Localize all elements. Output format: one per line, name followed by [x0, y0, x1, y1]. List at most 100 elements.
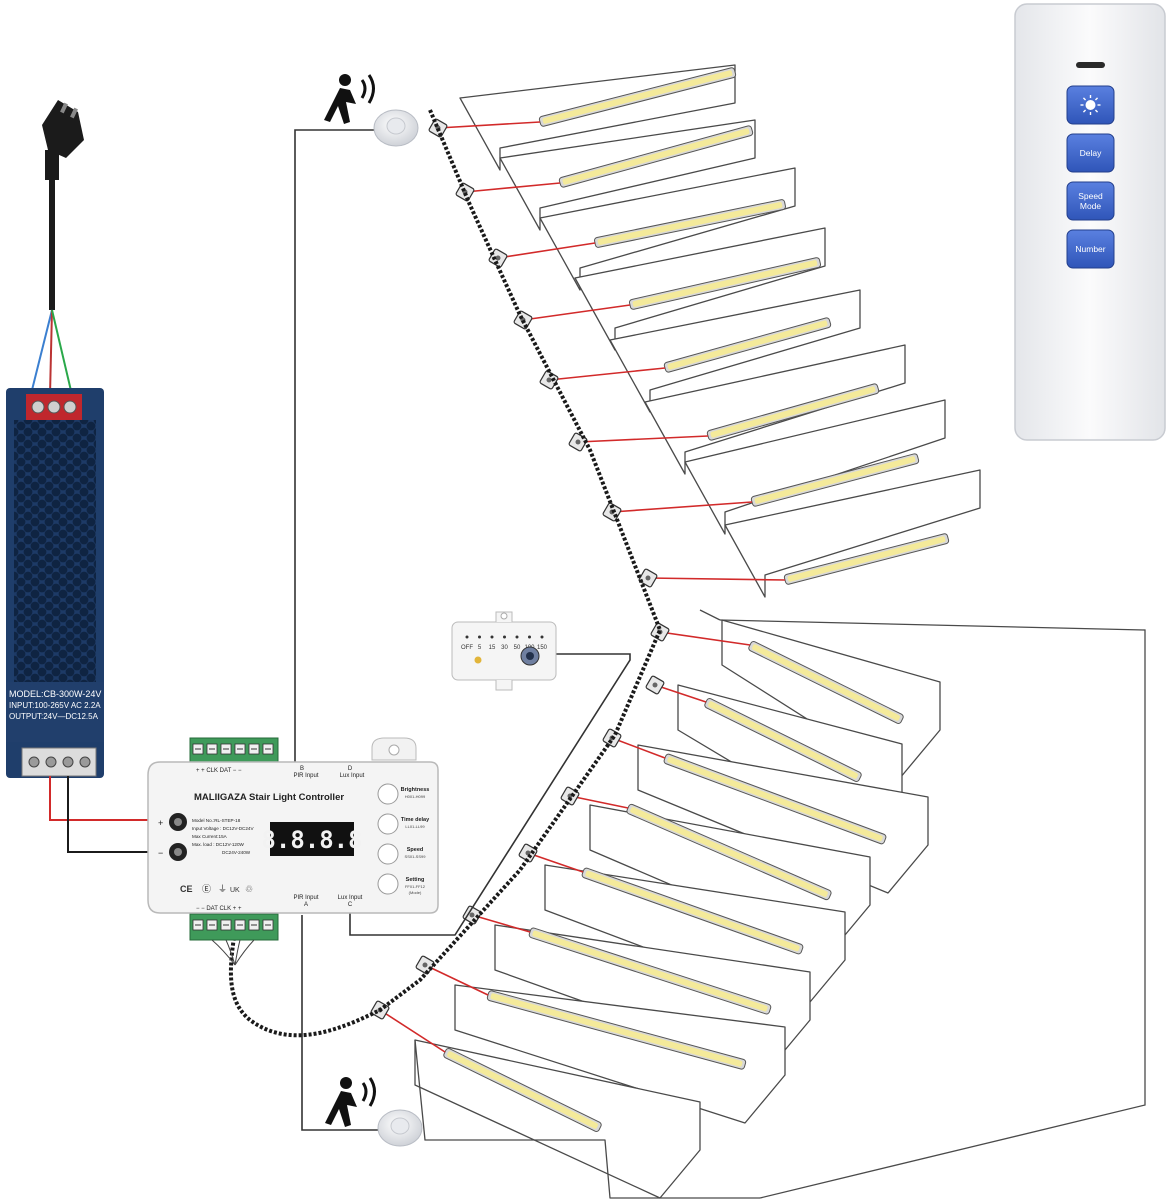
controller-button-range: FF01-FF12	[405, 884, 426, 889]
spec-voltage: Input Voltage : DC12V-DC24V	[192, 826, 254, 831]
eu-plug	[42, 100, 84, 310]
led-wire	[611, 737, 666, 759]
lux-scale-label: 5	[478, 645, 482, 651]
led-wire	[471, 914, 531, 933]
spec-load1: Max. load : DC12V-120W	[192, 842, 244, 847]
led-strip	[538, 67, 737, 127]
spec-current: Max Current:15A	[192, 834, 228, 839]
led-wire	[527, 852, 584, 873]
port-c-letter: C	[348, 902, 353, 908]
stair-step	[724, 469, 981, 598]
led-wire	[548, 367, 666, 381]
port-d-letter: D	[348, 766, 353, 772]
led-wire	[569, 795, 629, 809]
walking-person-icon	[325, 1077, 376, 1127]
remote-button[interactable]	[1066, 85, 1115, 125]
controller-button[interactable]	[377, 813, 399, 835]
led-wire	[497, 242, 596, 259]
stair-step	[414, 1039, 701, 1199]
psu-input-text: INPUT:100-265V AC 2.2A	[9, 701, 101, 710]
walking-person-icon	[324, 74, 375, 124]
power-supply-unit: MODEL:CB-300W-24V INPUT:100-265V AC 2.2A…	[6, 100, 165, 853]
lux-scale-dot	[465, 635, 469, 639]
svg-text:UK: UK	[230, 887, 240, 894]
lux-scale-dot	[528, 635, 531, 639]
controller-button[interactable]	[377, 783, 399, 805]
lux-scale-label: 30	[501, 645, 508, 651]
remote-button-label: Mode	[1080, 201, 1102, 211]
terminal-top-header: + + CLK DAT − −	[196, 768, 242, 774]
lux-scale-dot	[490, 635, 494, 639]
pir-wire-bottom	[301, 915, 378, 1131]
lux-scale-label: OFF	[461, 645, 473, 651]
port-b-label: PIR Input	[293, 773, 318, 779]
staircase-drawing	[414, 64, 981, 1199]
svg-text:+: +	[158, 818, 163, 828]
lux-scale-dot	[540, 635, 544, 639]
pir-sensor-bottom	[325, 1077, 423, 1147]
stair-light-controller: MALIIGAZA Stair Light Controller + + CLK…	[147, 737, 439, 966]
controller-button[interactable]	[377, 873, 399, 895]
terminal-bottom-header: − − DAT CLK + +	[196, 906, 242, 912]
controller-button-mode: (Mode)	[409, 890, 422, 895]
led-strip-group	[370, 67, 950, 1132]
spec-model: Model No.:RL-STEP-18	[192, 818, 241, 823]
led-wire	[437, 121, 541, 129]
remote-button[interactable]: Number	[1066, 229, 1115, 269]
led-wire	[659, 631, 751, 646]
port-d-label: Lux Input	[340, 773, 365, 779]
remote-button[interactable]: Delay	[1066, 133, 1115, 173]
port-b-letter: B	[300, 766, 304, 772]
remote-button-label: Delay	[1080, 148, 1102, 158]
lux-scale-dot	[478, 635, 481, 639]
port-a-letter: A	[304, 902, 308, 908]
certification-marks-icon: CE Ⓔ ⏚ UK ♲	[180, 884, 253, 894]
stair-step	[644, 344, 906, 475]
svg-text:−: −	[158, 848, 163, 858]
port-c-label: Lux Input	[338, 895, 363, 901]
lux-sensor: OFF5153050100150	[451, 611, 557, 691]
psu-output-text: OUTPUT:24V—DC12.5A	[9, 712, 99, 721]
controller-button-label: Speed	[407, 847, 424, 853]
led-wire	[577, 435, 709, 443]
pir-sensor-top	[324, 74, 419, 147]
led-wire	[647, 577, 786, 581]
led-wire	[379, 1009, 446, 1053]
controller-title: MALIIGAZA Stair Light Controller	[194, 792, 344, 803]
remote-button-label: Speed	[1078, 191, 1103, 201]
lux-scale-label: 150	[537, 645, 548, 651]
lux-scale-label: 15	[489, 645, 496, 651]
led-strip	[581, 867, 804, 955]
stair-step	[454, 984, 786, 1124]
lux-scale-dot	[503, 635, 506, 639]
svg-text:Ⓔ: Ⓔ	[202, 884, 211, 894]
led-wire	[522, 304, 631, 321]
psu-model-text: MODEL:CB-300W-24V	[9, 689, 101, 699]
controller-button-label: Brightness	[401, 787, 430, 793]
controller-button-label: Setting	[406, 877, 425, 883]
sun-icon	[1080, 95, 1101, 115]
svg-text:♲: ♲	[245, 884, 253, 894]
stair-base	[414, 1039, 760, 1199]
controller-button-label: Time delay	[401, 817, 430, 823]
port-a-label: PIR Input	[293, 895, 318, 901]
led-wire	[464, 182, 561, 193]
controller-button-range: H001-H099	[405, 794, 426, 799]
led-strip	[706, 383, 880, 441]
led-wire	[654, 684, 707, 703]
controller-button[interactable]	[377, 843, 399, 865]
svg-text:⏚: ⏚	[218, 884, 227, 894]
controller-button-range: SS01-SS99	[405, 854, 427, 859]
spec-load2: DC24V-240W	[222, 850, 251, 855]
lux-wire	[349, 653, 631, 936]
lux-scale: OFF5153050100150	[461, 635, 548, 651]
controller-button-range: LL01-LL99	[405, 824, 425, 829]
svg-text:CE: CE	[180, 884, 193, 894]
lux-scale-label: 50	[514, 645, 521, 651]
stair-landing-block	[699, 609, 1146, 1199]
remote-button-label: Number	[1075, 244, 1105, 254]
led-display: 8.8.8.8	[261, 826, 362, 854]
